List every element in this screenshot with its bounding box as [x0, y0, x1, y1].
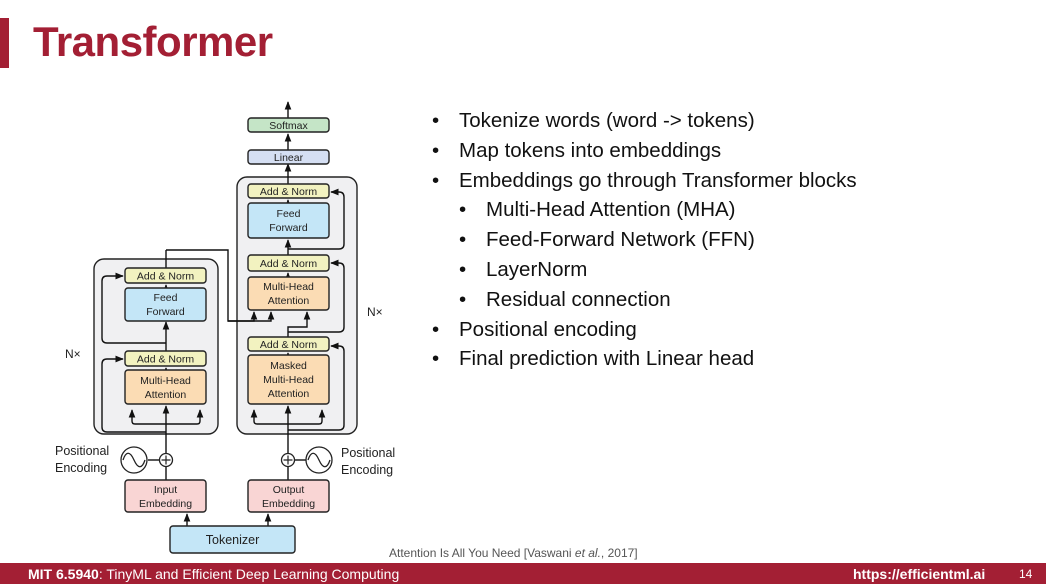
encoder-add-icon — [158, 452, 174, 468]
encoder-add-norm-bottom: Add & Norm — [124, 350, 207, 367]
svg-text:Attention: Attention — [268, 388, 310, 400]
decoder-add-norm-top: Add & Norm — [247, 183, 330, 199]
svg-text:Add & Norm: Add & Norm — [137, 271, 194, 283]
svg-text:Output: Output — [273, 484, 305, 496]
svg-text:Add & Norm: Add & Norm — [260, 258, 317, 270]
citation: Attention Is All You Need [Vaswani et al… — [389, 546, 638, 560]
svg-text:Multi-Head: Multi-Head — [263, 374, 314, 386]
svg-text:Multi-Head: Multi-Head — [263, 281, 314, 293]
svg-text:Feed: Feed — [154, 292, 178, 304]
footer-bar: MIT 6.5940: TinyML and Efficient Deep Le… — [0, 563, 1046, 584]
svg-text:Attention: Attention — [145, 389, 187, 401]
svg-text:Softmax: Softmax — [269, 120, 308, 132]
footer-course-name: : TinyML and Efficient Deep Learning Com… — [98, 566, 400, 582]
input-embedding: Input Embedding — [124, 479, 207, 513]
svg-text:Embedding: Embedding — [262, 498, 315, 510]
sub-bullet-item: Residual connection — [459, 285, 857, 315]
svg-text:Masked: Masked — [270, 360, 307, 372]
decoder-add-icon — [280, 452, 296, 468]
decoder-feed-forward: Feed Forward — [247, 202, 330, 239]
footer-course-code: MIT 6.5940 — [28, 566, 99, 582]
encoder-multi-head-attention: Multi-Head Attention — [124, 369, 207, 405]
svg-text:Attention: Attention — [268, 295, 310, 307]
bullet-list: Tokenize words (word -> tokens) Map toke… — [432, 106, 857, 374]
softmax-layer: Softmax — [247, 117, 330, 133]
svg-text:Tokenizer: Tokenizer — [206, 533, 260, 547]
page-number: 14 — [1019, 567, 1033, 581]
decoder-cross-attention: Multi-Head Attention — [247, 276, 330, 311]
svg-text:Add & Norm: Add & Norm — [260, 186, 317, 198]
decoder-sine-wave-icon — [305, 446, 333, 474]
encoder-add-norm-top: Add & Norm — [124, 267, 207, 284]
svg-text:Forward: Forward — [146, 306, 185, 318]
decoder-positional-encoding-label-line2: Encoding — [341, 463, 393, 477]
bullet-item: Embeddings go through Transformer blocks — [432, 166, 857, 196]
svg-text:Feed: Feed — [277, 208, 301, 220]
decoder-add-norm-bottom: Add & Norm — [247, 336, 330, 352]
encoder-repeat-label: N× — [65, 347, 81, 361]
svg-text:Embedding: Embedding — [139, 498, 192, 510]
decoder-add-norm-middle: Add & Norm — [247, 254, 330, 272]
svg-text:Multi-Head: Multi-Head — [140, 375, 191, 387]
sub-bullet-item: Multi-Head Attention (MHA) — [459, 195, 857, 225]
sub-bullet-item: LayerNorm — [459, 255, 857, 285]
bullet-item: Tokenize words (word -> tokens) — [432, 106, 857, 136]
bullet-item: Positional encoding — [432, 315, 857, 345]
bullet-item: Final prediction with Linear head — [432, 344, 857, 374]
output-embedding: Output Embedding — [247, 479, 330, 513]
encoder-positional-encoding-label-line2: Encoding — [55, 461, 107, 475]
sub-bullet-item: Feed-Forward Network (FFN) — [459, 225, 857, 255]
citation-suffix: , 2017] — [600, 546, 638, 560]
decoder-repeat-label: N× — [367, 305, 383, 319]
bullet-item: Map tokens into embeddings — [432, 136, 857, 166]
tokenizer-box: Tokenizer — [169, 525, 296, 554]
citation-prefix: Attention Is All You Need [Vaswani — [389, 546, 575, 560]
citation-italic: et al. — [574, 546, 601, 560]
title-accent-bar — [0, 18, 9, 68]
decoder-positional-encoding-label: Positional — [341, 446, 395, 460]
encoder-feed-forward: Feed Forward — [124, 287, 207, 322]
linear-layer: Linear — [247, 149, 330, 165]
svg-text:Add & Norm: Add & Norm — [137, 354, 194, 366]
footer-course: MIT 6.5940: TinyML and Efficient Deep Le… — [28, 566, 399, 582]
encoder-block-frame — [93, 258, 219, 435]
encoder-sine-wave-icon — [120, 446, 148, 474]
svg-text:Linear: Linear — [274, 152, 304, 164]
footer-url-link[interactable]: https://efficientml.ai — [853, 566, 986, 582]
svg-text:Add & Norm: Add & Norm — [260, 339, 317, 351]
encoder-positional-encoding-label: Positional — [55, 444, 109, 458]
slide-title: Transformer — [33, 18, 273, 65]
decoder-masked-attention: Masked Multi-Head Attention — [247, 354, 330, 405]
svg-text:Input: Input — [154, 484, 177, 496]
svg-text:Forward: Forward — [269, 222, 308, 234]
